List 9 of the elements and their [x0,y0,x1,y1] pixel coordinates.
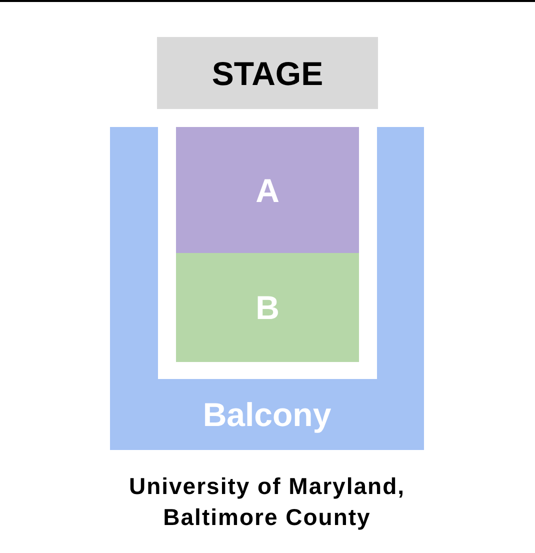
seating-section [176,253,359,362]
section-label: B [256,291,280,324]
seating-section [176,127,359,253]
balcony-section [110,127,424,450]
stage-label: STAGE [212,56,324,90]
section-label: Balcony [202,398,332,431]
stage-block [157,37,378,109]
venue-caption: University of Maryland, Baltimore County [128,472,406,532]
section-label: A [256,174,280,206]
